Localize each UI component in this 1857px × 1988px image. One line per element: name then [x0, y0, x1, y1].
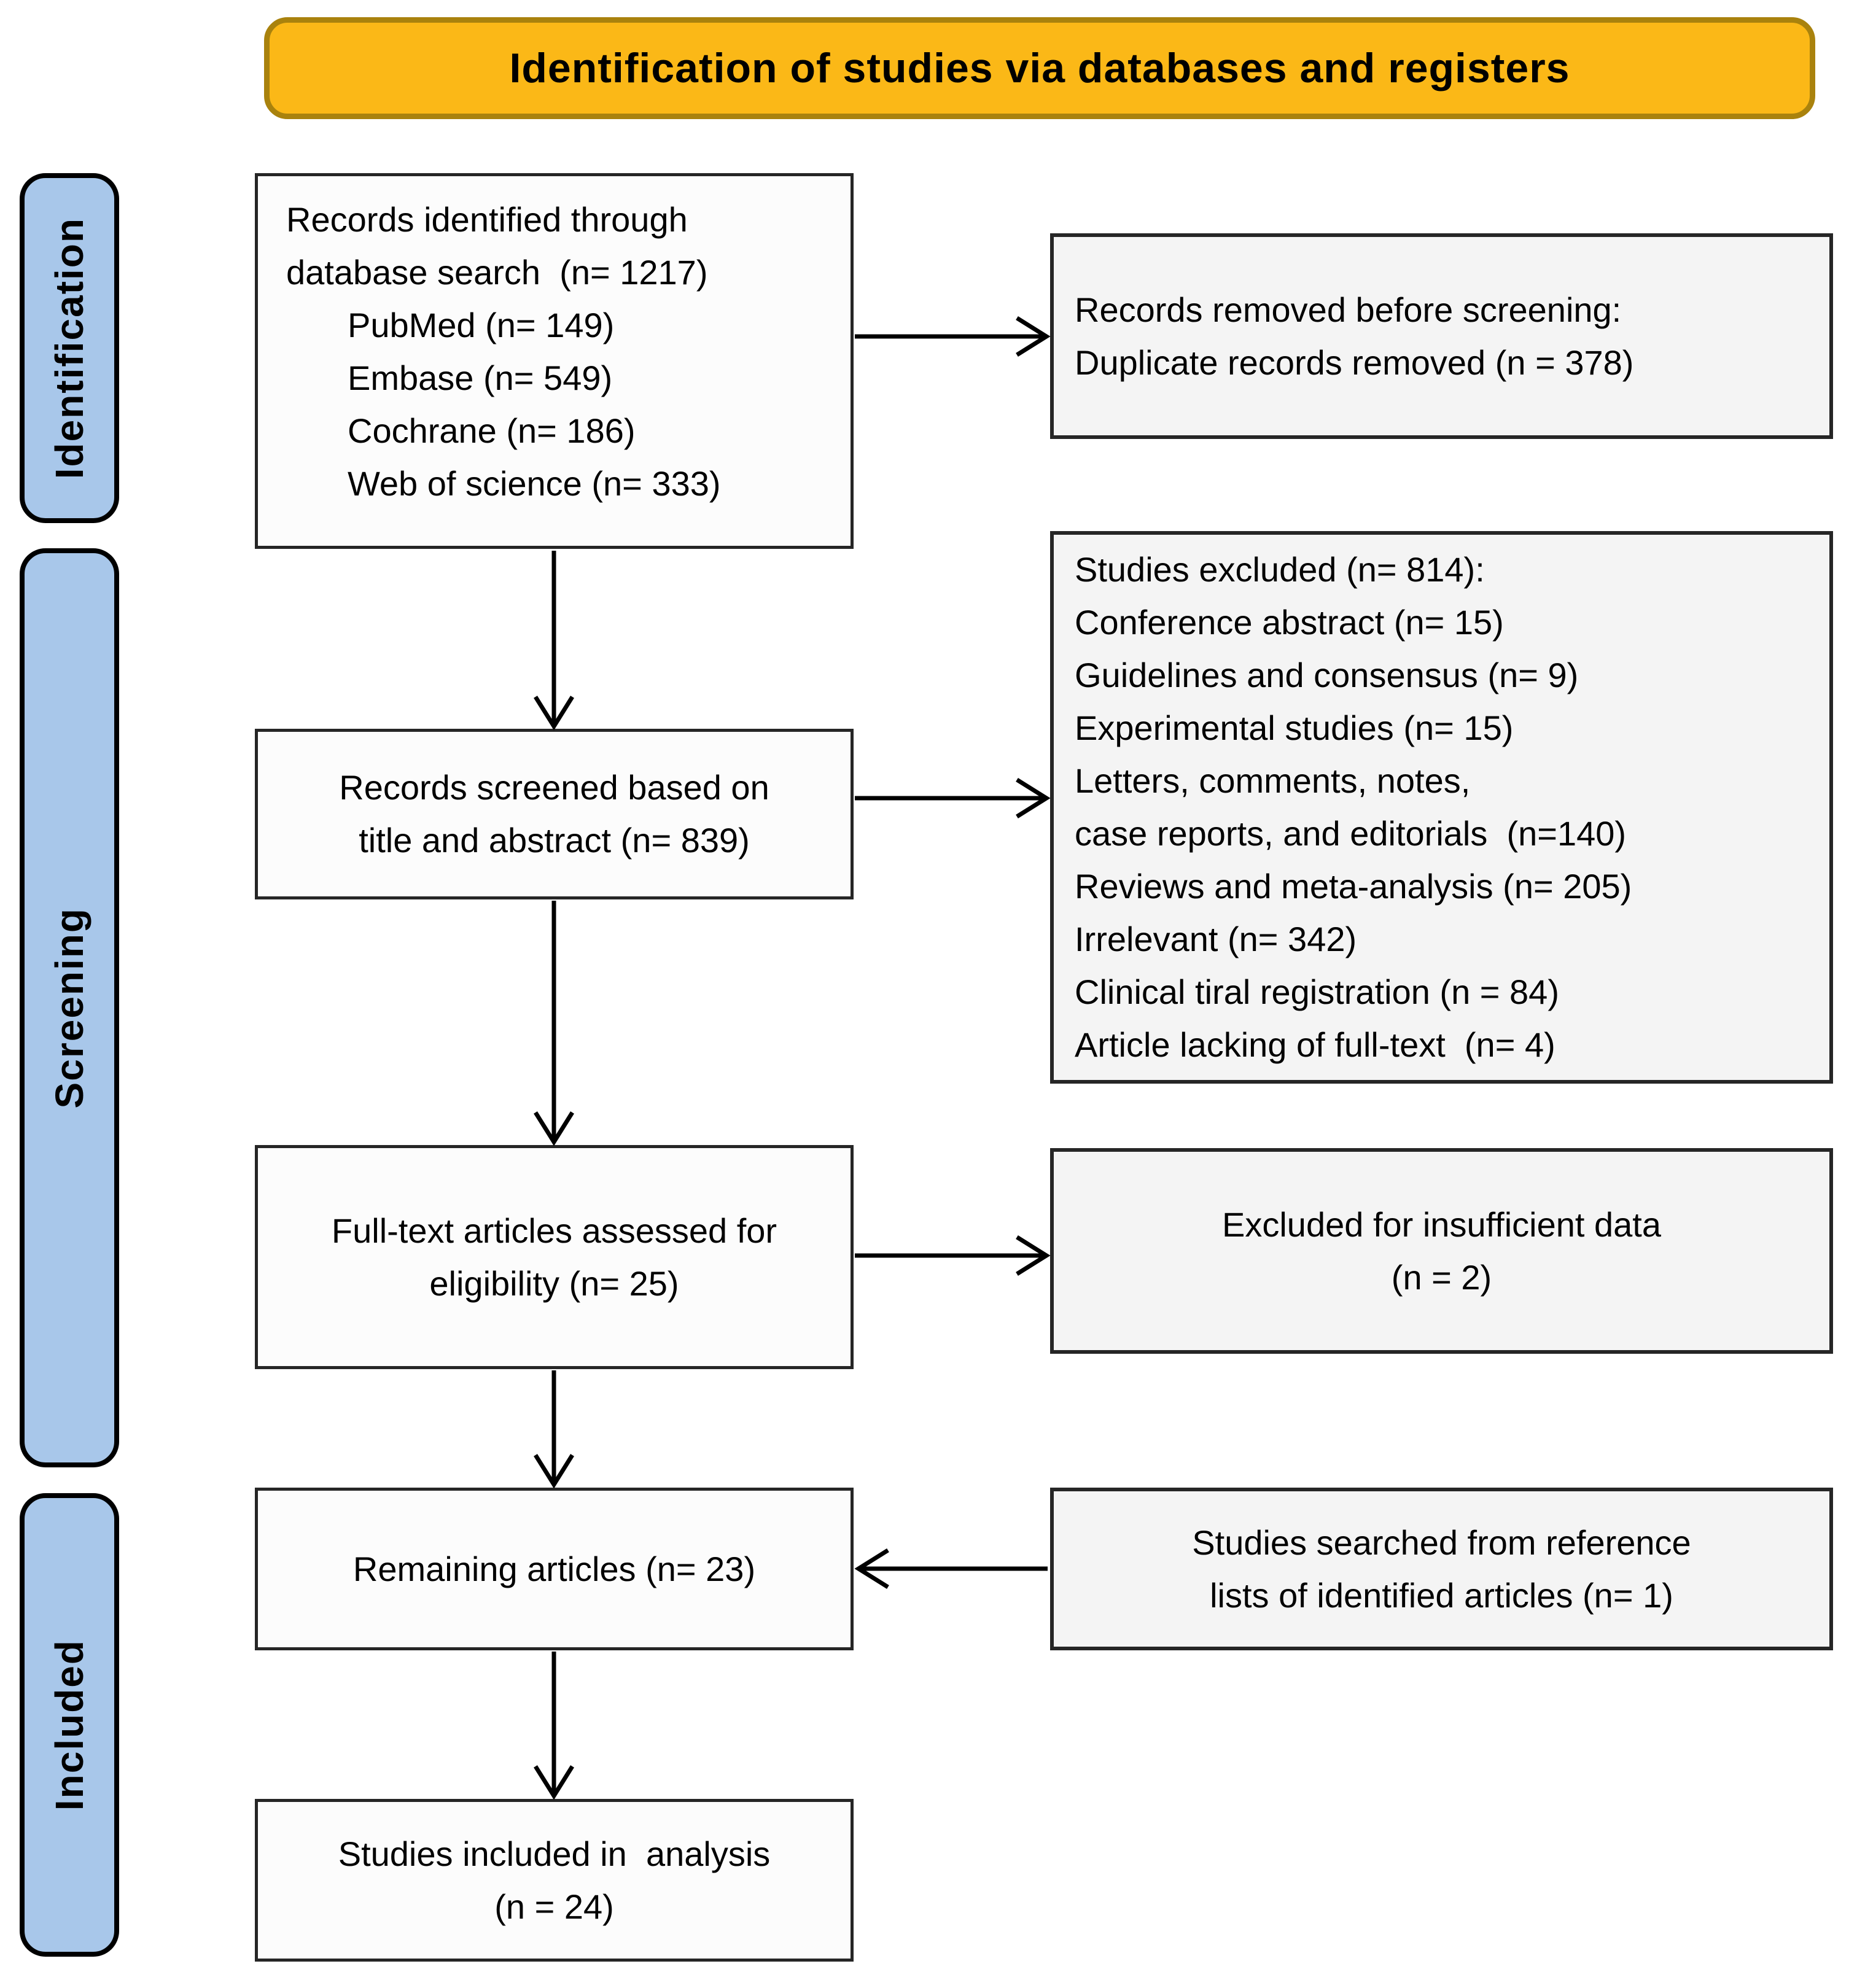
- stage-identification-label: Identification: [47, 217, 91, 480]
- stage-included: Included: [20, 1493, 119, 1957]
- remaining-articles-box: Remaining articles (n= 23): [255, 1488, 854, 1650]
- title-banner: Identification of studies via databases …: [264, 17, 1815, 119]
- box-line: Excluded for insufficient data: [1222, 1205, 1661, 1244]
- arrowhead-right-icon: [1016, 316, 1051, 357]
- box-line: Article lacking of full-text (n= 4): [1075, 1025, 1555, 1064]
- stage-included-label: Included: [47, 1639, 91, 1811]
- box-line: Cochrane (n= 186): [348, 411, 636, 450]
- box-line: Guidelines and consensus (n= 9): [1075, 656, 1579, 694]
- box-line: Records identified through: [286, 200, 688, 239]
- studies-excluded-box: Studies excluded (n= 814): Conference ab…: [1050, 531, 1833, 1084]
- diagram-title: Identification of studies via databases …: [509, 45, 1570, 91]
- box-line: PubMed (n= 149): [348, 306, 615, 344]
- box-line: Remaining articles (n= 23): [352, 1549, 756, 1588]
- box-line: lists of identified articles (n= 1): [1210, 1575, 1673, 1615]
- box-line: eligibility (n= 25): [429, 1264, 679, 1303]
- arrowhead-left-icon: [854, 1548, 889, 1589]
- arrowhead-right-icon: [1016, 778, 1051, 818]
- box-line: Records screened based on: [339, 768, 769, 807]
- stage-identification: Identification: [20, 173, 119, 523]
- box-line: Reviews and meta-analysis (n= 205): [1075, 867, 1632, 906]
- box-line: Irrelevant (n= 342): [1075, 920, 1357, 958]
- box-line: Studies excluded (n= 814):: [1075, 550, 1485, 589]
- records-removed-box: Records removed before screening: Duplic…: [1050, 233, 1833, 439]
- stage-screening-label: Screening: [47, 907, 91, 1109]
- box-line: (n = 2): [1391, 1257, 1492, 1297]
- box-line: Letters, comments, notes,: [1075, 761, 1471, 800]
- excluded-insufficient-box: Excluded for insufficient data (n = 2): [1050, 1148, 1833, 1354]
- arrowhead-down-icon: [534, 696, 574, 731]
- box-line: Experimental studies (n= 15): [1075, 709, 1514, 747]
- reference-search-box: Studies searched from reference lists of…: [1050, 1488, 1833, 1650]
- records-screened-box: Records screened based on title and abst…: [255, 729, 854, 899]
- box-line: Embase (n= 549): [348, 359, 613, 397]
- stage-screening: Screening: [20, 548, 119, 1467]
- arrowhead-down-icon: [534, 1111, 574, 1146]
- box-line: Web of science (n= 333): [348, 464, 721, 503]
- records-identified-box: Records identified through database sear…: [255, 173, 854, 549]
- box-line: (n = 24): [494, 1887, 614, 1926]
- box-line: Clinical tiral registration (n = 84): [1075, 973, 1559, 1011]
- box-line: Conference abstract (n= 15): [1075, 603, 1504, 642]
- arrowhead-right-icon: [1016, 1235, 1051, 1276]
- box-line: database search (n= 1217): [286, 253, 708, 292]
- box-line: Full-text articles assessed for: [331, 1211, 777, 1250]
- box-line: title and abstract (n= 839): [359, 821, 750, 860]
- box-line: Records removed before screening:: [1075, 290, 1622, 329]
- studies-included-box: Studies included in analysis (n = 24): [255, 1799, 854, 1962]
- box-line: Studies searched from reference: [1192, 1523, 1691, 1562]
- arrowhead-down-icon: [534, 1765, 574, 1800]
- fulltext-assessed-box: Full-text articles assessed for eligibil…: [255, 1145, 854, 1369]
- box-line: Studies included in analysis: [338, 1834, 771, 1873]
- box-line: Duplicate records removed (n = 378): [1075, 343, 1634, 382]
- box-line: case reports, and editorials (n=140): [1075, 814, 1627, 853]
- arrowhead-down-icon: [534, 1454, 574, 1489]
